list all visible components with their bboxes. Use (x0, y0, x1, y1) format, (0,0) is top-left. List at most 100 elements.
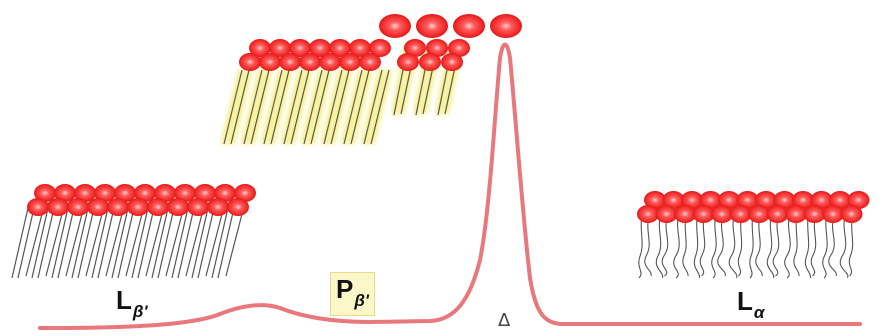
lipid-headgroup (674, 205, 696, 223)
lipid-tail (673, 213, 680, 279)
lipid-headgroup (369, 39, 391, 57)
lipid-tail (230, 69, 250, 145)
lipid-headgroup (134, 184, 156, 202)
lipid-headgroup (207, 198, 229, 216)
lipid-headgroup (249, 39, 271, 57)
ripple-phase-bilayer-icon (220, 14, 522, 145)
lipid-tail (290, 69, 310, 145)
lipid-headgroup (748, 205, 770, 223)
lipid-headgroup (47, 198, 69, 216)
lipid-tail (25, 213, 43, 277)
phase-label-pbeta: Pβ' (330, 272, 375, 316)
fluid-phase-bilayer-icon (637, 191, 870, 279)
lipid-tail (728, 213, 738, 279)
lipid-tail (37, 207, 55, 279)
lipid-tail (250, 69, 270, 145)
lipid-tail (185, 213, 203, 277)
lipid-headgroup (736, 191, 759, 209)
lipid-headgroup (490, 14, 522, 38)
lipid-tail (330, 69, 350, 145)
lipid-headgroup (441, 53, 463, 71)
lipid-tail (717, 215, 726, 277)
lipid-tail (11, 207, 29, 279)
lipid-tail (661, 215, 669, 277)
lipid-tail (65, 213, 83, 277)
lipid-tail (145, 213, 163, 277)
lipid-tail (211, 207, 229, 279)
lipid-headgroup (397, 53, 419, 71)
lipid-headgroup (755, 191, 777, 209)
lipid-tail (699, 215, 706, 277)
lipid-tail (137, 207, 155, 279)
lipid-tail (822, 213, 828, 279)
lipid-headgroup (637, 205, 659, 223)
lipid-tail (804, 213, 812, 279)
lipid-tail (223, 69, 243, 145)
lipid-headgroup (729, 205, 752, 223)
lipid-tail (131, 207, 149, 279)
lipid-tail (828, 215, 837, 277)
lipid-headgroup (329, 39, 351, 57)
lipid-tail (171, 207, 189, 279)
lipid-headgroup (194, 184, 216, 202)
lipid-tail (205, 213, 223, 277)
lipid-tail (17, 207, 35, 279)
lipid-headgroup (279, 53, 301, 71)
lipid-headgroup (94, 184, 116, 202)
lipid-tail (177, 207, 195, 279)
lipid-headgroup (319, 53, 341, 71)
lipid-tail (85, 213, 103, 277)
lipid-tail (125, 213, 143, 277)
lipid-headgroup (349, 39, 371, 57)
lipid-headgroup (54, 184, 76, 202)
lipid-headgroup (404, 39, 426, 57)
lipid-tail (217, 207, 235, 279)
lipid-tail (323, 69, 343, 145)
lipid-headgroup (34, 184, 56, 202)
phase-label-lalpha: Lα (737, 286, 765, 322)
lipid-tail (772, 215, 780, 277)
lipid-headgroup (74, 184, 96, 202)
lipid-tail (105, 213, 123, 277)
lipid-headgroup (792, 191, 814, 209)
lipid-headgroup (699, 191, 722, 209)
lipid-tail (191, 207, 209, 279)
lipid-tail (31, 207, 49, 279)
lipid-tail (350, 69, 370, 145)
lipid-tail (270, 69, 290, 145)
lipid-headgroup (711, 205, 733, 223)
lipid-headgroup (718, 191, 740, 209)
lipid-tail (711, 213, 717, 279)
lipid-headgroup (259, 53, 281, 71)
lipid-tail (165, 213, 183, 277)
lipid-tail (749, 213, 754, 279)
lipid-headgroup (167, 198, 189, 216)
lipid-headgroup (234, 184, 256, 202)
lipid-headgroup (662, 191, 685, 209)
lipid-tail (370, 69, 390, 145)
lipid-headgroup (67, 198, 89, 216)
lipid-headgroup (448, 39, 470, 57)
gel-phase-bilayer-icon (11, 184, 256, 279)
lipid-tail (784, 213, 791, 279)
lipid-headgroup (289, 39, 311, 57)
lipid-headgroup (681, 191, 703, 209)
lipid-headgroup (453, 14, 485, 38)
lipid-headgroup (822, 205, 844, 223)
lipid-tail (737, 215, 743, 277)
lipid-tail (57, 207, 75, 279)
lipid-tail (303, 69, 323, 145)
lipid-tail (638, 213, 643, 279)
lipid-headgroup (416, 14, 448, 38)
lipid-headgroup (154, 184, 176, 202)
lipid-headgroup (773, 191, 796, 209)
lipid-headgroup (187, 198, 209, 216)
lipid-tail (263, 69, 283, 145)
lipid-headgroup (239, 53, 261, 71)
lipid-tail (45, 213, 63, 277)
lipid-tail (682, 215, 689, 277)
lipid-headgroup (339, 53, 361, 71)
lipid-tail (243, 69, 263, 145)
lipid-headgroup (766, 205, 789, 223)
